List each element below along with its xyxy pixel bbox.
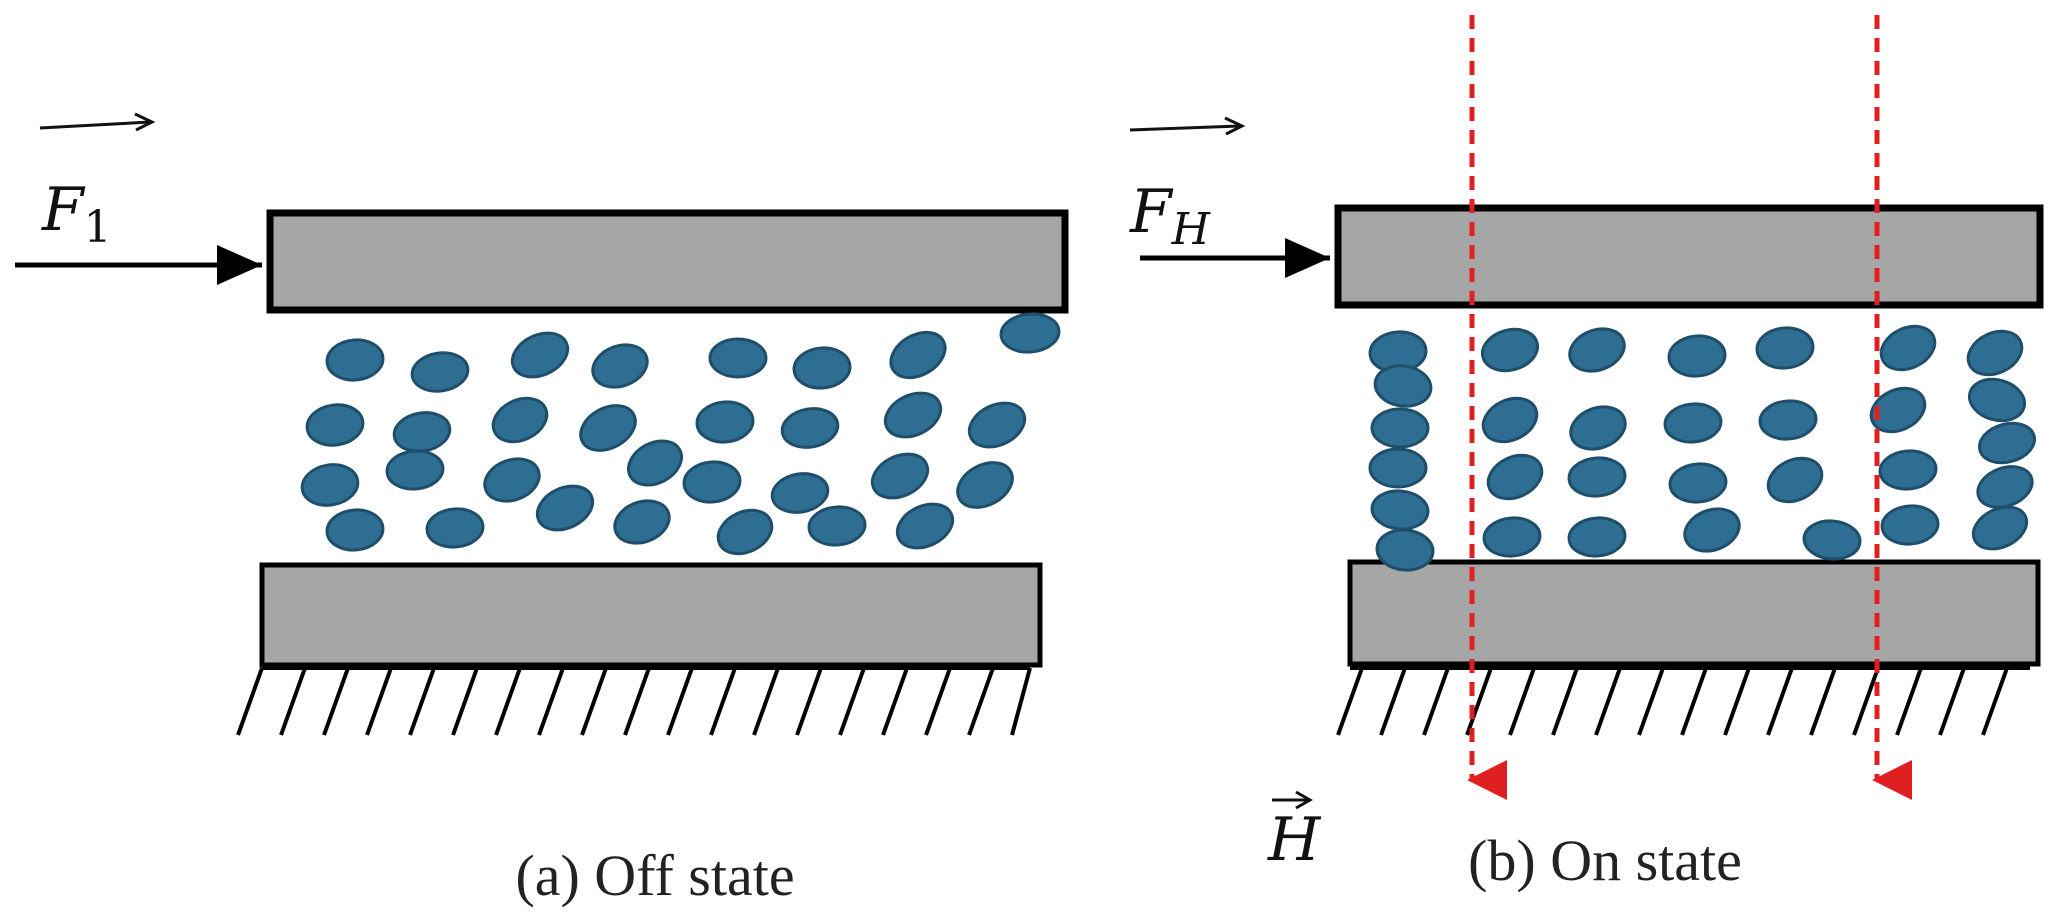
particle <box>410 351 470 393</box>
particle <box>1486 453 1544 501</box>
particle <box>1758 399 1818 441</box>
particle-chains-on <box>1368 324 2036 572</box>
particle <box>579 404 637 452</box>
particle <box>613 499 671 545</box>
particle <box>1668 462 1728 504</box>
particle <box>695 400 755 444</box>
ground-hatch-off <box>236 666 1032 736</box>
particle <box>1567 516 1627 558</box>
particle <box>889 330 947 380</box>
particle <box>1373 364 1433 408</box>
particle <box>385 449 445 491</box>
particle <box>325 508 385 552</box>
particle <box>1802 519 1862 561</box>
force-label-off: F1 <box>39 112 156 253</box>
particle <box>300 463 360 507</box>
particle <box>392 411 452 453</box>
particle <box>956 461 1014 509</box>
force-symbol-on: F <box>1129 177 1174 247</box>
particle <box>1663 402 1723 444</box>
particle <box>895 502 955 550</box>
top-plate-on <box>1334 204 2044 309</box>
particle <box>491 396 549 444</box>
force-overline-arrowhead <box>1224 116 1246 136</box>
particle <box>483 457 541 503</box>
particle <box>1971 505 2029 551</box>
force-overline-arrowhead <box>134 112 156 132</box>
top-plate-off <box>266 209 1069 314</box>
ground-hatch-on <box>1336 666 2030 736</box>
bottom-plate-on <box>1347 559 2041 667</box>
particle <box>1370 489 1430 531</box>
particle <box>1879 324 1937 372</box>
svg-text:F1: F1 <box>41 175 112 253</box>
particle <box>1683 507 1741 553</box>
force-overline-arrow <box>1129 124 1241 132</box>
particle <box>1480 327 1540 373</box>
particle <box>1569 405 1627 451</box>
field-symbol: H <box>1267 805 1322 875</box>
particle <box>1966 329 2024 377</box>
particle <box>1567 456 1627 498</box>
force-symbol-off: F <box>41 175 86 245</box>
panel-off-state: F1 <box>15 112 1069 908</box>
particle <box>1880 504 1940 546</box>
force-overline-arrow <box>39 120 151 130</box>
particle <box>305 403 365 447</box>
bottom-plate-off <box>259 562 1043 668</box>
particle <box>792 346 852 390</box>
particle <box>1766 456 1824 504</box>
particle <box>870 452 930 500</box>
particle <box>1370 407 1430 449</box>
particle <box>1375 528 1435 572</box>
field-overline-arrowhead <box>1295 790 1314 810</box>
particle <box>770 472 830 514</box>
force-subscript-on: H <box>1171 204 1212 255</box>
particle <box>1878 449 1938 491</box>
particle <box>780 407 840 449</box>
particle <box>682 460 742 504</box>
particle <box>1368 447 1428 489</box>
particle <box>1481 396 1539 444</box>
magnetic-field-lines <box>1467 15 1912 800</box>
particle <box>1869 386 1927 434</box>
particle-cloud-off <box>300 312 1061 556</box>
particle <box>1667 334 1727 378</box>
particle <box>1482 516 1542 558</box>
force-label-on: FH <box>1129 116 1246 255</box>
particle <box>708 337 768 379</box>
caption-off-state: (a) Off state <box>515 843 794 908</box>
particle <box>510 331 570 379</box>
particle <box>325 338 385 382</box>
panel-on-state: FH <box>1129 15 2044 893</box>
particle <box>999 312 1061 354</box>
force-subscript-off: 1 <box>84 202 112 253</box>
particle <box>535 484 595 532</box>
particle <box>627 439 683 487</box>
particle <box>1976 465 2034 509</box>
particle <box>716 508 774 556</box>
particle <box>1967 377 2027 423</box>
particle <box>1978 421 2036 465</box>
field-label: H <box>1267 790 1322 875</box>
particle <box>1568 327 1626 373</box>
particle <box>1755 326 1815 370</box>
particle <box>967 401 1027 449</box>
particle <box>591 343 649 389</box>
svg-text:FH: FH <box>1129 177 1212 255</box>
particle <box>425 507 485 549</box>
caption-on-state: (b) On state <box>1468 828 1742 893</box>
particle <box>883 391 943 439</box>
particle <box>807 505 867 547</box>
